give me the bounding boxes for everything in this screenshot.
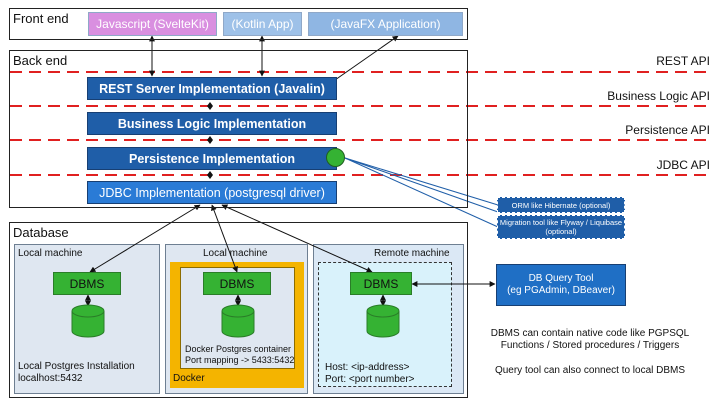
dbms-remote[interactable]: DBMS — [350, 272, 412, 295]
api-label-jdbc: JDBC API — [656, 158, 710, 172]
remote-machine-title: Remote machine — [374, 248, 450, 259]
docker-note-1: Docker Postgres container — [185, 344, 292, 354]
backend-section — [9, 50, 468, 208]
jdbc-layer[interactable]: JDBC Implementation (postgresql driver) — [87, 181, 337, 204]
db-cylinders — [71, 304, 400, 338]
api-dashed-lines — [10, 71, 712, 176]
frontend-app-kotlin[interactable]: (Kotlin App) — [223, 12, 302, 36]
frontend-app-sveltekit[interactable]: Javascript (SvelteKit) — [88, 12, 217, 36]
remark-query-tool: Query tool can also connect to local DBM… — [494, 365, 686, 376]
db-query-tool-examples: (eg PGAdmin, DBeaver) — [507, 285, 615, 296]
api-label-persistence: Persistence API — [625, 123, 710, 137]
database-section — [9, 222, 468, 398]
migration-option[interactable]: Migration tool like Flyway / Liquibase (… — [497, 215, 625, 239]
frontend-section — [9, 8, 468, 40]
local-note-2: localhost:5432 — [18, 373, 83, 384]
persistence-extension-dot — [326, 148, 345, 167]
docker-label: Docker — [173, 373, 205, 384]
frontend-app-javafx[interactable]: (JavaFX Application) — [308, 12, 463, 36]
local-note-1: Local Postgres Installation — [18, 361, 135, 372]
dbms-local[interactable]: DBMS — [53, 272, 121, 295]
rest-server-layer[interactable]: REST Server Implementation (Javalin) — [87, 77, 337, 100]
frontend-title: Front end — [13, 11, 69, 26]
dbms-docker[interactable]: DBMS — [203, 272, 271, 295]
docker-note-2: Port mapping -> 5433:5432 — [185, 355, 295, 365]
db-query-tool-title: DB Query Tool — [528, 273, 594, 284]
database-title: Database — [13, 225, 69, 240]
db-query-tool[interactable]: DB Query Tool (eg PGAdmin, DBeaver) — [496, 264, 626, 306]
business-logic-layer[interactable]: Business Logic Implementation — [87, 112, 337, 135]
remote-note-2: Port: <port number> — [325, 374, 415, 385]
docker-machine-title: Local machine — [203, 248, 268, 259]
api-label-rest: REST API — [656, 54, 710, 68]
persistence-layer[interactable]: Persistence Implementation — [87, 147, 337, 170]
orm-option[interactable]: ORM like Hibernate (optional) — [497, 197, 625, 213]
local-machine-title: Local machine — [18, 248, 83, 259]
remark-native-code-1: DBMS can contain native code like PGPSQL — [490, 328, 690, 339]
api-label-business: Business Logic API — [607, 89, 710, 103]
backend-title: Back end — [13, 53, 68, 68]
remote-note-1: Host: <ip-address> — [325, 362, 410, 373]
remark-native-code-2: Functions / Stored procedures / Triggers — [500, 340, 680, 351]
